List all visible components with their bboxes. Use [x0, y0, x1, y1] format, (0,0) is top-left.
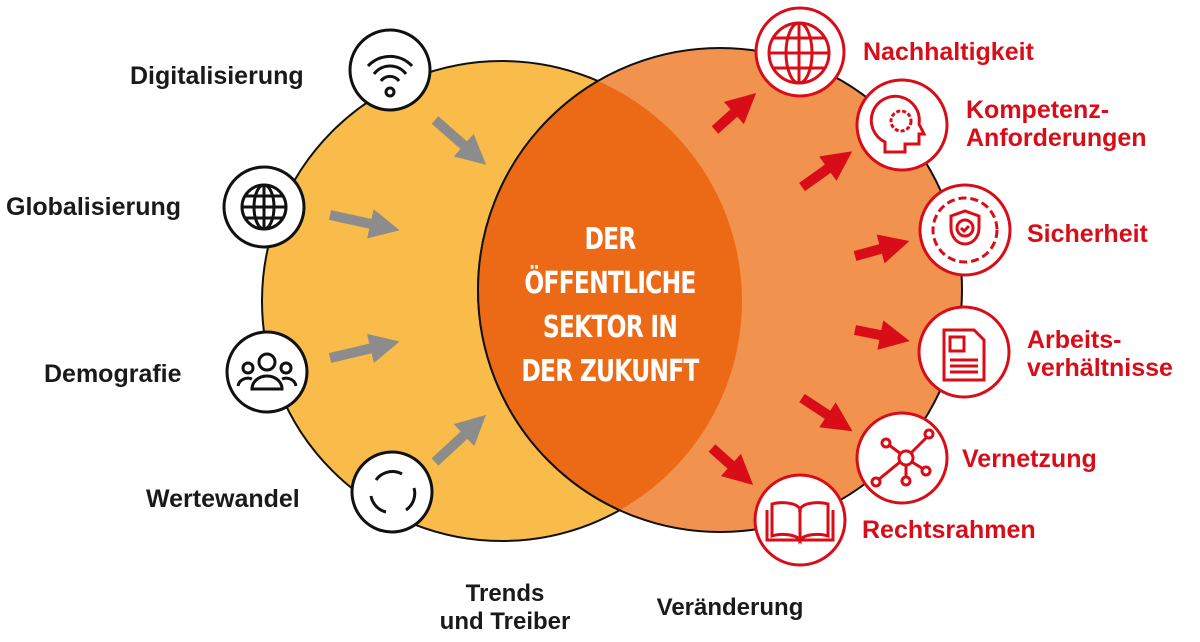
head-gear-icon — [855, 78, 949, 172]
document-icon — [917, 305, 1011, 399]
trends-title: Trends und Treiber — [420, 580, 590, 636]
red-arrow — [854, 320, 910, 350]
cycle-arrows-icon — [350, 450, 434, 534]
gray-arrow — [431, 116, 487, 165]
shield-gear-icon — [918, 183, 1012, 277]
gray-arrow — [328, 209, 400, 239]
label-vernetzung: Vernetzung — [962, 445, 1097, 473]
label-line: Rechtsrahmen — [862, 516, 1036, 544]
center-line: SEKTOR IN — [542, 310, 678, 345]
globe-icon — [222, 165, 306, 249]
gray-arrow — [431, 414, 487, 466]
title-line: und Treiber — [439, 608, 571, 635]
label-arbeitsverhaeltnisse: Arbeits-verhältnisse — [1027, 326, 1173, 382]
label-sicherheit: Sicherheit — [1027, 220, 1148, 248]
label-nachhaltigkeit: Nachhaltigkeit — [863, 38, 1034, 66]
label-line: Anforderungen — [966, 124, 1147, 152]
center-line: DER ZUKUNFT — [521, 354, 699, 389]
red-arrow — [711, 92, 757, 134]
label-wertewandel: Wertewandel — [146, 485, 300, 513]
label-line: Arbeits- — [1027, 326, 1122, 354]
title-line: Trends — [465, 580, 545, 607]
label-digitalisierung: Digitalisierung — [130, 62, 304, 90]
label-globalisierung: Globalisierung — [6, 193, 182, 221]
center-line: DER ÖFFENTLICHE — [524, 222, 696, 301]
label-line: Nachhaltigkeit — [863, 38, 1034, 66]
gray-arrow — [328, 333, 400, 364]
label-demografie: Demografie — [44, 360, 182, 388]
label-kompetenz: Kompetenz-Anforderungen — [966, 96, 1147, 152]
red-arrow — [853, 234, 910, 264]
center-title: DER ÖFFENTLICHE SEKTOR IN DER ZUKUNFT — [509, 218, 712, 394]
label-line: Sicherheit — [1027, 220, 1148, 248]
label-rechtsrahmen: Rechtsrahmen — [862, 516, 1036, 544]
red-arrow — [708, 444, 754, 486]
book-icon — [753, 473, 847, 567]
people-icon — [225, 330, 309, 414]
label-line: verhältnisse — [1027, 354, 1173, 382]
red-arrow — [799, 393, 853, 432]
globe-leaf-icon — [754, 6, 846, 98]
label-line: Vernetzung — [962, 445, 1097, 473]
red-arrow — [799, 151, 853, 192]
wifi-icon — [348, 28, 432, 112]
network-icon — [855, 411, 949, 505]
change-title: Veränderung — [656, 594, 804, 621]
label-line: Kompetenz- — [966, 96, 1110, 124]
